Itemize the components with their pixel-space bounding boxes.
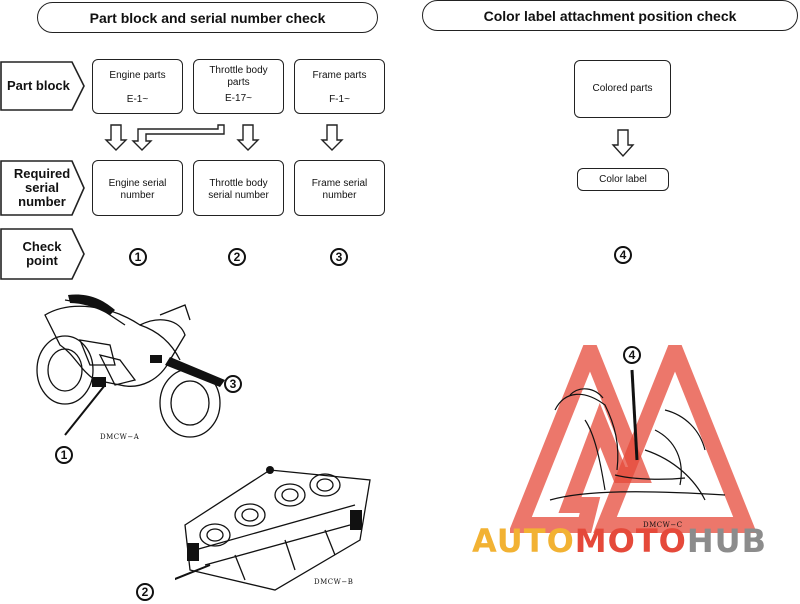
arrow-down-icon [236, 124, 260, 151]
throttle-parts-label: Throttle body [209, 65, 268, 76]
required-line-2: serial [25, 180, 59, 195]
label-code: DMCW−C [643, 521, 683, 529]
flow-arrows [104, 124, 344, 151]
motorcycle-illustration [36, 294, 225, 438]
frame-parts-code: F-1~ [329, 94, 350, 105]
throttle-serial-box: Throttle body serial number [193, 160, 284, 216]
tag-shape [0, 61, 85, 111]
engine-parts-label: Engine parts [109, 70, 166, 81]
tag-shape [0, 228, 85, 280]
throttle-serial-line2: serial number [208, 190, 269, 201]
callout-3: 3 [224, 375, 242, 393]
arrow-down-icon [104, 124, 128, 151]
check-point-3: 3 [330, 248, 348, 266]
tag-shape [0, 160, 85, 216]
frame-serial-line2: number [322, 190, 357, 201]
callout-4: 4 [623, 346, 641, 364]
engine-parts-code: E-1~ [126, 94, 149, 105]
frame-serial-line1: Frame serial [311, 178, 368, 189]
throttle-parts-code: E-17~ [225, 93, 252, 104]
watermark-hub: HUB [686, 522, 768, 560]
required-serial-tag: Required serial number [0, 160, 85, 216]
engine-serial-line1: Engine serial [108, 178, 167, 189]
motorcycle-code: DMCW−A [100, 433, 140, 441]
check-point-4: 4 [614, 246, 632, 264]
check-point-1: 1 [129, 248, 147, 266]
part-block-label: Part block [7, 78, 70, 93]
check-point-2: 2 [228, 248, 246, 266]
arrow-down-icon [611, 129, 635, 158]
frame-parts-box: Frame parts F-1~ [294, 59, 385, 114]
required-line-1: Required [13, 166, 71, 181]
left-title-text: Part block and serial number check [89, 9, 326, 26]
part-block-tag: Part block [0, 61, 85, 111]
right-title-text: Color label attachment position check [483, 7, 737, 24]
watermark-text: AUTOMOTOHUB [472, 522, 767, 560]
frame-parts-label: Frame parts [312, 70, 367, 81]
throttle-parts-box: Throttle body parts E-17~ [193, 59, 284, 114]
colored-parts-label: Colored parts [592, 83, 653, 94]
throttle-parts-line2: parts [227, 77, 250, 88]
left-title: Part block and serial number check [37, 2, 378, 33]
engine-serial-line2: number [120, 190, 155, 201]
check-line-2: point [26, 253, 58, 268]
throttle-code: DMCW−B [314, 578, 354, 586]
arrow-down-icon [320, 124, 344, 151]
colored-parts-box: Colored parts [574, 60, 671, 118]
engine-parts-box: Engine parts E-1~ [92, 59, 183, 114]
throttle-serial-line1: Throttle body [209, 178, 268, 189]
watermark-auto: AUTO [472, 522, 575, 560]
arrow-bent-icon [131, 124, 225, 151]
engine-serial-box: Engine serial number [92, 160, 183, 216]
required-serial-label: Required serial number [7, 167, 77, 209]
color-label-illustration [549, 369, 726, 501]
color-label-text: Color label [599, 174, 647, 185]
frame-parts-line2 [295, 82, 384, 94]
check-point-label: Check point [7, 240, 77, 268]
callout-1: 1 [55, 446, 73, 464]
required-line-3: number [18, 194, 66, 209]
engine-parts-line2 [93, 82, 182, 94]
right-title: Color label attachment position check [422, 0, 798, 31]
check-point-tag: Check point [0, 228, 85, 280]
check-line-1: Check [22, 239, 62, 254]
color-label-box: Color label [577, 168, 669, 191]
watermark-logo [510, 345, 757, 533]
callout-2: 2 [136, 583, 154, 601]
watermark-moto: MOTO [574, 522, 687, 560]
frame-serial-box: Frame serial number [294, 160, 385, 216]
throttle-body-illustration [175, 466, 371, 591]
